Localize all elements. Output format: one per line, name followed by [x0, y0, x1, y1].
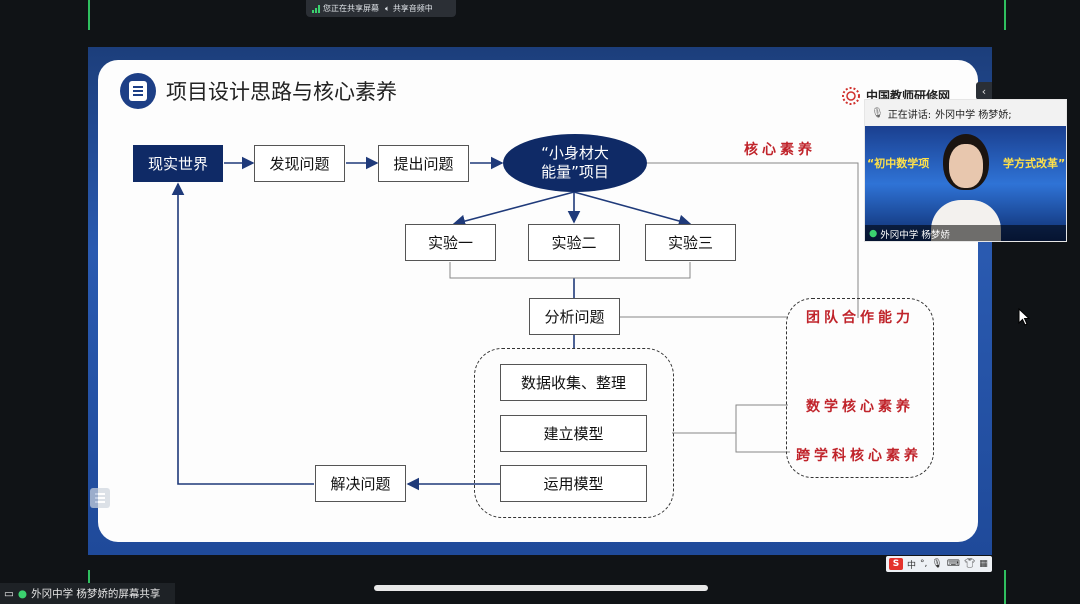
collapse-video-chevron-icon[interactable]: ‹	[976, 82, 992, 100]
screen-icon: ▭	[4, 587, 14, 600]
mic-on-icon: ●	[869, 228, 878, 239]
teacher-network-logo-icon	[838, 86, 864, 106]
screen-share-status-bar[interactable]: 您正在共享屏幕 🔈︎ 共享音频中	[306, 0, 456, 17]
input-method-toolbar[interactable]: S 中 °, 🎙︎ ⌨︎ 👕︎ ▦	[886, 556, 992, 572]
project-line-2: 能量”项目	[541, 163, 609, 181]
label-cross-discipline-competency: 跨学科核心素养	[796, 448, 922, 464]
keyboard-icon[interactable]: ⌨︎	[946, 559, 960, 569]
screen-share-owner-text: 外冈中学 杨梦娇的屏幕共享	[31, 588, 161, 600]
participant-name: 外冈中学 杨梦娇	[880, 229, 950, 241]
modeling-group-frame	[474, 348, 674, 518]
node-analyze: 分析问题	[529, 298, 620, 335]
node-build-model: 建立模型	[500, 415, 647, 452]
label-team-ability: 团队合作能力	[806, 310, 914, 326]
skin-icon[interactable]: 👕︎	[963, 559, 976, 569]
speaking-name: 外冈中学 杨梦娇;	[935, 109, 1012, 121]
screen-share-owner-label: ▭ ● 外冈中学 杨梦娇的屏幕共享	[0, 583, 175, 604]
speaker-icon: 🔈︎	[385, 3, 390, 13]
node-real-world: 现实世界	[133, 145, 223, 182]
speaking-prefix: 正在讲话:	[887, 109, 932, 121]
microphone-icon: 🎙︎	[871, 107, 884, 119]
audio-label: 共享音频中	[392, 4, 433, 13]
project-line-1: “小身材大	[541, 144, 609, 162]
competency-group-frame	[786, 298, 934, 478]
node-ask-problem: 提出问题	[378, 145, 469, 182]
sharing-label: 您正在共享屏幕	[323, 4, 379, 13]
node-experiment-3: 实验三	[645, 224, 736, 261]
mouse-cursor-icon	[1018, 308, 1030, 326]
speaker-video-tile[interactable]: 🎙︎ 正在讲话: 外冈中学 杨梦娇; “初中数学项 学方式改革” ● 外冈中学 …	[864, 99, 1067, 242]
node-experiment-1: 实验一	[405, 224, 496, 261]
signal-icon	[312, 4, 320, 13]
label-core-competency: 核心素养	[744, 142, 816, 158]
punctuation-icon[interactable]: °,	[920, 559, 928, 569]
sogou-logo-icon: S	[889, 558, 903, 570]
ime-mode-toggle[interactable]: 中	[907, 560, 917, 571]
mic-icon: ●	[17, 587, 28, 600]
home-indicator-bar[interactable]	[374, 585, 708, 591]
speaking-indicator: 🎙︎ 正在讲话: 外冈中学 杨梦娇;	[865, 100, 1066, 126]
slide-menu-icon[interactable]	[90, 488, 110, 508]
participant-name-bar: ● 外冈中学 杨梦娇	[865, 225, 1066, 241]
node-data-collect: 数据收集、整理	[500, 364, 647, 401]
node-experiment-2: 实验二	[528, 224, 620, 261]
node-solve: 解决问题	[315, 465, 406, 502]
toolbox-icon[interactable]: ▦	[979, 559, 988, 569]
share-frame-corner	[990, 570, 1006, 604]
slide-title: 项目设计思路与核心素养	[166, 80, 397, 104]
label-math-competency: 数学核心素养	[806, 399, 914, 415]
node-find-problem: 发现问题	[254, 145, 345, 182]
share-frame-corner	[990, 0, 1006, 30]
voice-input-icon[interactable]: 🎙︎	[931, 559, 943, 569]
title-badge-icon	[120, 73, 156, 109]
node-use-model: 运用模型	[500, 465, 647, 502]
video-banner-right: 学方式改革”	[1003, 157, 1066, 170]
share-frame-corner	[88, 0, 104, 30]
audio-share-toggle[interactable]: 🔈︎ 共享音频中	[385, 3, 433, 14]
node-project-ellipse: “小身材大 能量”项目	[503, 134, 647, 192]
video-banner-left: “初中数学项	[867, 157, 930, 170]
